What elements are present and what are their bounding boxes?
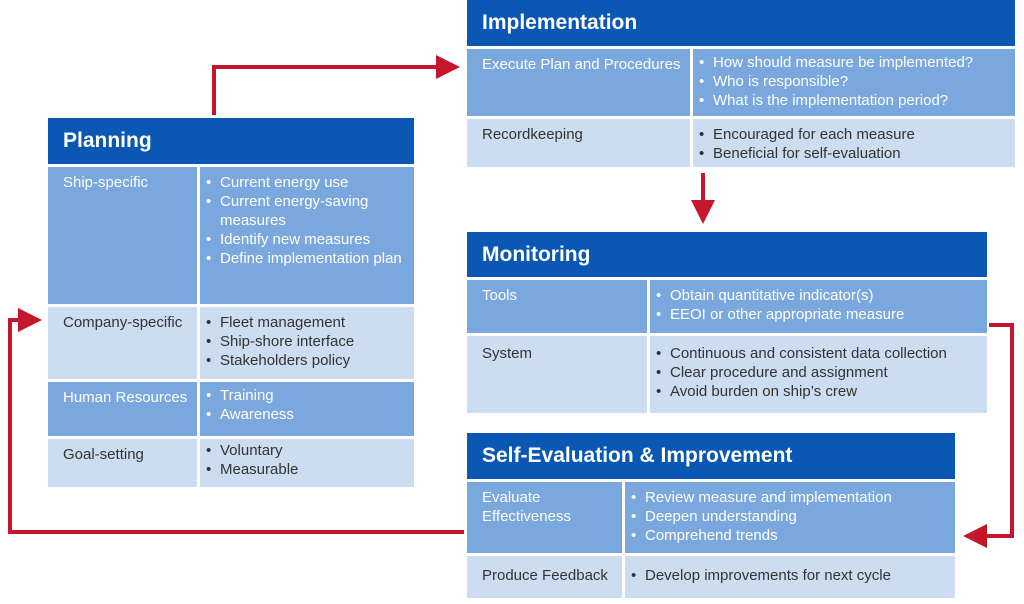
- list-item: Current energy-saving measures: [206, 192, 406, 230]
- list-item: Awareness: [206, 405, 406, 424]
- list-item: Obtain quantitative indicator(s): [656, 286, 979, 305]
- list-item: Encouraged for each measure: [699, 125, 1007, 144]
- planning-label-goal-setting: Goal-setting: [48, 439, 197, 487]
- implementation-label-execute: Execute Plan and Procedures: [467, 49, 690, 116]
- list-item: Clear procedure and assignment: [656, 363, 979, 382]
- list-item: Ship-shore interface: [206, 332, 406, 351]
- planning-label-company-specific: Company-specific: [48, 307, 197, 379]
- implementation-items-execute: How should measure be implemented? Who i…: [693, 49, 1015, 116]
- implementation-label-recordkeeping: Recordkeeping: [467, 119, 690, 167]
- monitoring-grid: Tools Obtain quantitative indicator(s) E…: [467, 280, 987, 413]
- planning-items-company-specific: Fleet management Ship-shore interface St…: [200, 307, 414, 379]
- planning-grid: Ship-specific Current energy use Current…: [48, 167, 414, 487]
- monitoring-label-system: System: [467, 336, 647, 413]
- implementation-block: Implementation Execute Plan and Procedur…: [467, 0, 1015, 167]
- list-item: Identify new measures: [206, 230, 406, 249]
- list-item: Current energy use: [206, 173, 406, 192]
- self-evaluation-title: Self-Evaluation & Improvement: [467, 433, 955, 479]
- list-item: Measurable: [206, 460, 406, 479]
- implementation-title: Implementation: [467, 0, 1015, 46]
- list-item: Develop improvements for next cycle: [631, 566, 947, 585]
- monitoring-block: Monitoring Tools Obtain quantitative ind…: [467, 232, 987, 413]
- list-item: Define implementation plan: [206, 249, 406, 268]
- planning-items-goal-setting: Voluntary Measurable: [200, 439, 414, 487]
- planning-items-human-resources: Training Awareness: [200, 382, 414, 436]
- arrow-planning-to-implementation: [212, 55, 460, 115]
- monitoring-items-tools: Obtain quantitative indicator(s) EEOI or…: [650, 280, 987, 333]
- self-evaluation-label-feedback: Produce Feedback: [467, 556, 622, 598]
- monitoring-items-system: Continuous and consistent data collectio…: [650, 336, 987, 413]
- self-evaluation-block: Self-Evaluation & Improvement Evaluate E…: [467, 433, 955, 598]
- list-item: Voluntary: [206, 441, 406, 460]
- list-item: Beneficial for self-evaluation: [699, 144, 1007, 163]
- planning-block: Planning Ship-specific Current energy us…: [48, 118, 414, 487]
- list-item: Training: [206, 386, 406, 405]
- planning-label-ship-specific: Ship-specific: [48, 167, 197, 304]
- self-evaluation-grid: Evaluate Effectiveness Review measure an…: [467, 482, 955, 598]
- monitoring-title: Monitoring: [467, 232, 987, 277]
- self-evaluation-items-feedback: Develop improvements for next cycle: [625, 556, 955, 598]
- list-item: How should measure be implemented?: [699, 53, 1007, 72]
- arrow-monitoring-to-self-evaluation: [963, 323, 1014, 548]
- arrow-self-evaluation-to-planning: [8, 308, 464, 534]
- list-item: Stakeholders policy: [206, 351, 406, 370]
- list-item: Deepen understanding: [631, 507, 947, 526]
- list-item: EEOI or other appropriate measure: [656, 305, 979, 324]
- implementation-grid: Execute Plan and Procedures How should m…: [467, 49, 1015, 167]
- list-item: Avoid burden on ship’s crew: [656, 382, 979, 401]
- list-item: Who is responsible?: [699, 72, 1007, 91]
- list-item: What is the implementation period?: [699, 91, 1007, 110]
- monitoring-label-tools: Tools: [467, 280, 647, 333]
- self-evaluation-label-evaluate: Evaluate Effectiveness: [467, 482, 622, 553]
- list-item: Comprehend trends: [631, 526, 947, 545]
- list-item: Review measure and implementation: [631, 488, 947, 507]
- planning-items-ship-specific: Current energy use Current energy-saving…: [200, 167, 414, 304]
- self-evaluation-items-evaluate: Review measure and implementation Deepen…: [625, 482, 955, 553]
- list-item: Continuous and consistent data collectio…: [656, 344, 979, 363]
- list-item: Fleet management: [206, 313, 406, 332]
- implementation-items-recordkeeping: Encouraged for each measure Beneficial f…: [693, 119, 1015, 167]
- planning-label-human-resources: Human Resources: [48, 382, 197, 436]
- planning-title: Planning: [48, 118, 414, 164]
